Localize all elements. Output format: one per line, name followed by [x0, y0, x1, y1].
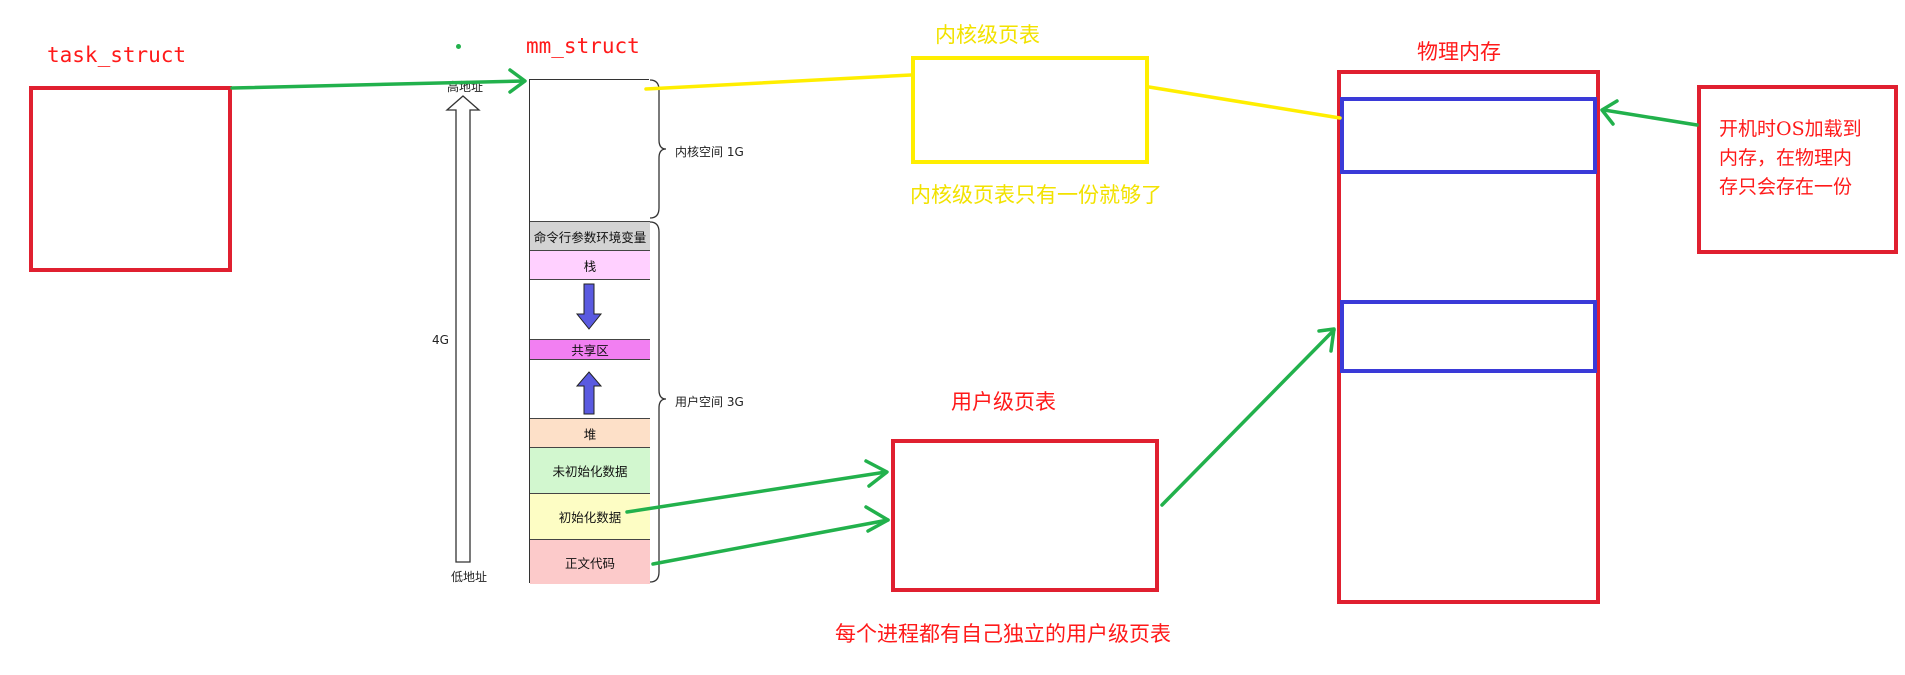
os-note-line-1: 开机时OS加载到 [1719, 118, 1862, 140]
heap-grows-up-arrow [575, 371, 603, 415]
user-page-table-note: 每个进程都有自己独立的用户级页表 [835, 622, 1171, 646]
os-note-line-2: 内存，在物理内 [1719, 147, 1853, 169]
user-space-label: 用户空间 3G [675, 395, 744, 409]
text-segment: 正文代码 [530, 540, 650, 584]
kernel-space-label: 内核空间 1G [675, 145, 744, 159]
text-to-user-table-arrow [651, 518, 890, 566]
shared-region-segment: 共享区 [530, 340, 650, 360]
os-note-line-3: 存只会存在一份 [1719, 176, 1853, 198]
stack-segment: 栈 [530, 251, 650, 280]
task-to-mm-arrow [230, 79, 526, 90]
os-note-box: 开机时OS加载到 内存，在物理内 存只会存在一份 [1697, 85, 1898, 254]
user-table-to-memory-arrow [1160, 328, 1336, 507]
data-segment: 初始化数据 [530, 494, 650, 540]
kernel-page-table-box [911, 56, 1149, 164]
address-range-arrow [445, 95, 481, 563]
kernel-segment [530, 80, 650, 222]
kernel-page-table-title: 内核级页表 [935, 23, 1040, 47]
data-to-user-table-arrow [625, 470, 888, 514]
mm-struct-label: mm_struct [526, 34, 640, 58]
total-4g-label: 4G [432, 333, 449, 347]
user-page-table-box [891, 439, 1159, 592]
task-struct-label: task_struct [47, 43, 187, 67]
physical-memory-title: 物理内存 [1417, 40, 1501, 64]
os-note-arrow [1602, 108, 1699, 127]
cmdline-env-segment: 命令行参数环境变量 [530, 222, 650, 251]
kernel-region-block [1340, 97, 1597, 174]
kernel-page-table-note: 内核级页表只有一份就够了 [910, 183, 1162, 207]
physical-memory-box [1337, 70, 1600, 604]
stack-grows-down-arrow [575, 283, 603, 330]
user-space-brace [649, 221, 667, 583]
low-address-label: 低地址 [451, 570, 488, 584]
kernel-mapping-lines [644, 73, 1342, 120]
green-arrows [230, 68, 1699, 566]
task-struct-box [29, 86, 232, 272]
user-page-table-title: 用户级页表 [951, 390, 1056, 414]
stray-dot [456, 44, 461, 49]
bss-segment: 未初始化数据 [530, 448, 650, 494]
kernel-space-brace [649, 79, 667, 219]
heap-segment: 堆 [530, 419, 650, 448]
user-region-block [1340, 300, 1597, 373]
